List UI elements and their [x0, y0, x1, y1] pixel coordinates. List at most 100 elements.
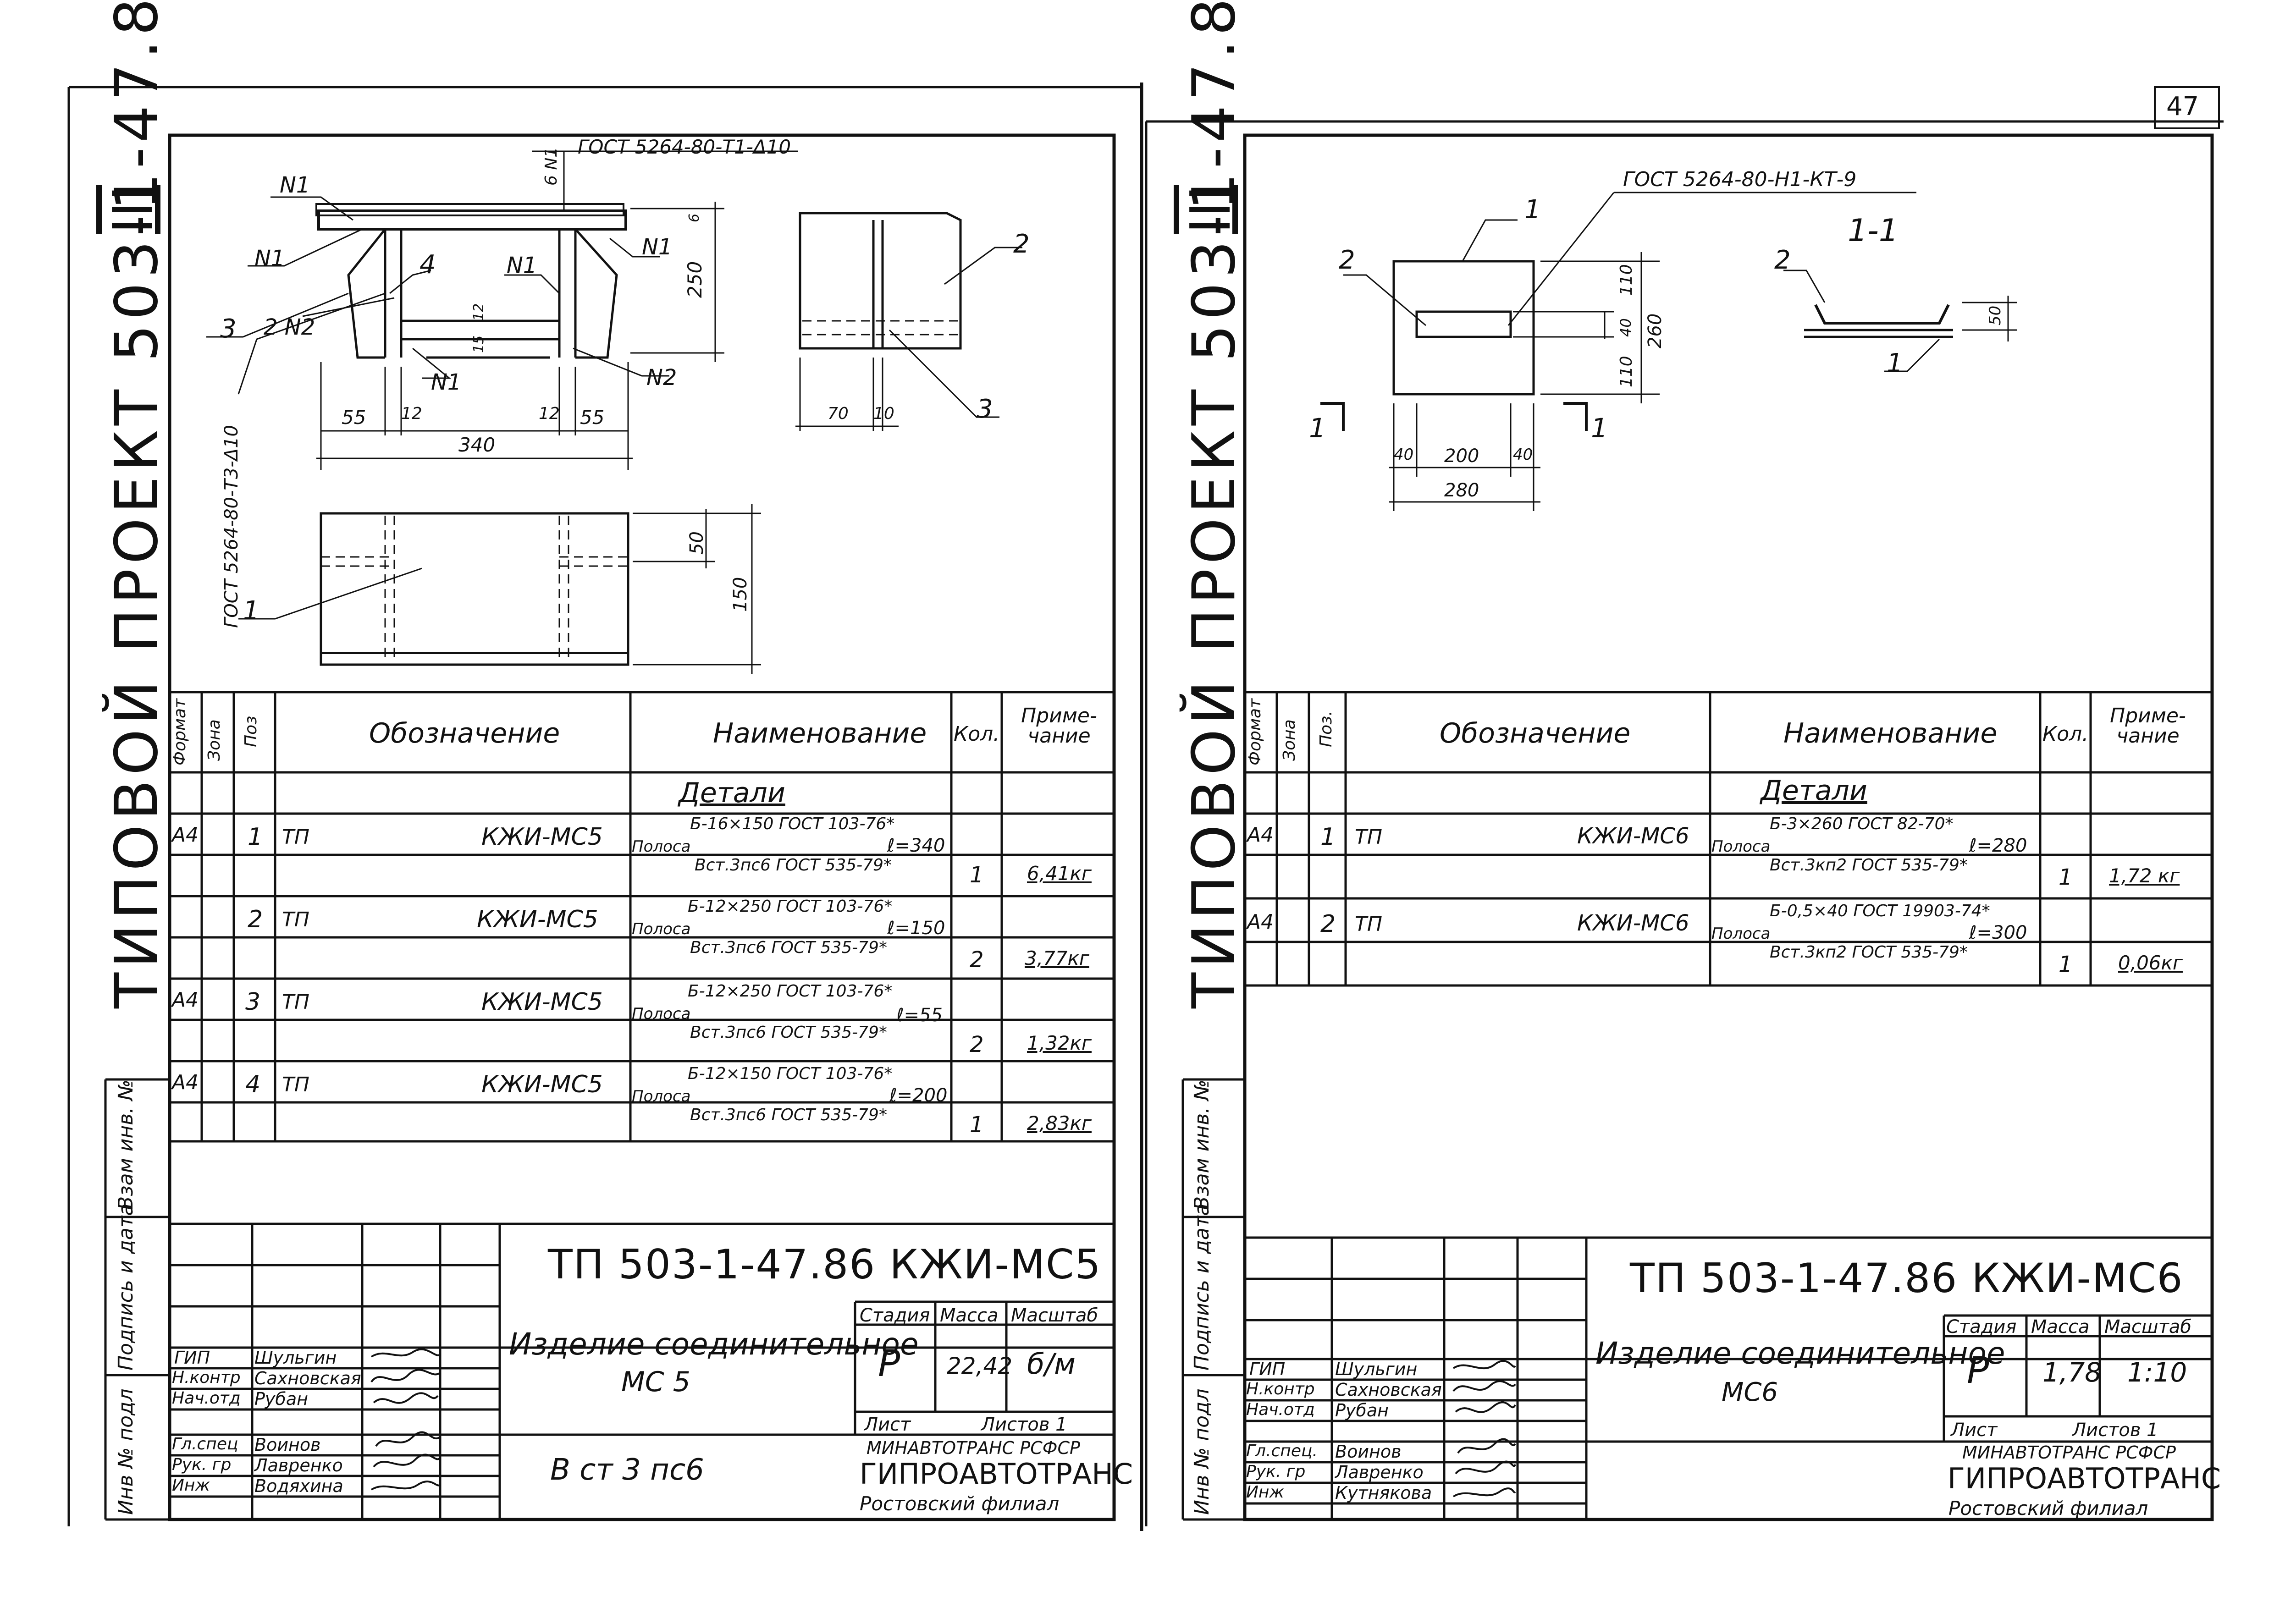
left-pos-3a: 3	[220, 314, 237, 344]
row-code: КЖИ-МС5	[481, 823, 603, 851]
left-org-branch: Ростовский филиал	[860, 1492, 1060, 1515]
right-org-name: ГИПРОАВТОТРАНС	[1948, 1462, 2221, 1495]
right-scale-header: Масштаб	[2104, 1316, 2192, 1338]
row-pos: 1	[1320, 823, 1336, 851]
signatory-name: Лавренко	[254, 1455, 343, 1475]
right-sheets-count: Листов 1	[2072, 1420, 2158, 1441]
left-dim-250: 250	[684, 261, 706, 298]
row-tp: ТП	[282, 991, 309, 1014]
left-dim-12b: 12	[539, 404, 560, 423]
right-pos-1: 1	[1524, 195, 1541, 225]
right-dim-110a: 110	[1617, 264, 1636, 296]
row-line2: Вст.3кп2 ГОСТ 535-79*	[1770, 856, 1968, 875]
row-format: А4	[172, 1071, 199, 1094]
left-sheet-label: Лист	[864, 1414, 911, 1435]
right-pos-2b: 2	[1774, 245, 1791, 275]
left-signatures-image	[370, 1348, 441, 1491]
row-tp: ТП	[282, 826, 309, 849]
signatory-name: Рубан	[1335, 1400, 1389, 1420]
right-gost: ГОСТ 5264-80-Н1-КТ-9	[1623, 168, 1857, 191]
left-dim-10: 10	[873, 404, 894, 423]
left-spec-h-qty: Кол.	[954, 722, 1000, 746]
left-stage-header: Стадия	[860, 1305, 930, 1326]
row-qty: 2	[970, 1032, 984, 1057]
right-margin-label-3: Инв № подл	[1190, 1388, 1214, 1515]
signatory-name: Лавренко	[1335, 1462, 1424, 1482]
signatory-role: Рук. гр	[1246, 1462, 1306, 1481]
row-tp: ТП	[1355, 826, 1382, 849]
left-label-n1-b: N1	[254, 246, 285, 271]
left-org-ministry: МИНАВТОТРАНС РСФСР	[867, 1438, 1080, 1458]
row-line2: Вст.3пс6 ГОСТ 535-79*	[690, 1023, 887, 1042]
left-spec-h-designation: Обозначение	[369, 717, 560, 749]
row-line1: Б-16×150 ГОСТ 103-76*	[690, 815, 895, 833]
left-label-n2: N2	[646, 365, 677, 391]
left-dim-55b: 55	[580, 406, 605, 429]
left-sheets-count: Листов 1	[981, 1414, 1067, 1435]
left-label-n1-c: N1	[431, 369, 462, 395]
row-note: 3,77кг	[1025, 947, 1089, 969]
row-note: 6,41кг	[1027, 862, 1092, 885]
row-qty: 1	[970, 1112, 984, 1138]
right-sheet-label: Лист	[1951, 1420, 1998, 1441]
left-dim-340: 340	[458, 434, 496, 456]
row-code: КЖИ-МС6	[1577, 910, 1689, 936]
row-line2: Вст.3кп2 ГОСТ 535-79*	[1770, 943, 1968, 962]
row-format: А4	[172, 988, 199, 1012]
row-note: 1,72 кг	[2109, 864, 2180, 887]
row-note: 1,32кг	[1027, 1032, 1092, 1054]
right-album-mark: III	[1179, 185, 1243, 234]
right-dim-40c: 40	[1513, 446, 1533, 464]
left-gost-top: ГОСТ 5264-80-Т1-Δ10	[578, 136, 791, 158]
left-label-6n1: 6 N1	[542, 147, 561, 186]
right-spec-h-zone: Зона	[1280, 719, 1299, 761]
row-pos: 1	[248, 823, 263, 851]
row-prefix: Полоса	[1711, 837, 1771, 856]
left-dim-12a: 12	[401, 404, 422, 423]
left-spec-h-format: Формат	[171, 698, 189, 765]
row-code: КЖИ-МС6	[1577, 823, 1689, 849]
right-spec-h-pos: Поз.	[1317, 710, 1336, 747]
signatory-role: Гл.спец.	[1246, 1442, 1318, 1460]
left-label-n1: N1	[280, 172, 310, 198]
signatory-name: Шульгин	[1335, 1359, 1418, 1379]
right-dim-40a: 40	[1617, 318, 1634, 337]
right-signatures-image	[1452, 1360, 1516, 1497]
left-scale-value: б/м	[1027, 1347, 1076, 1381]
right-dim-110b: 110	[1617, 356, 1636, 387]
row-format: А4	[1247, 823, 1274, 847]
row-line1: Б-12×250 ГОСТ 103-76*	[688, 982, 893, 1001]
left-stage-value: Р	[878, 1342, 900, 1385]
row-note: 0,06кг	[2118, 952, 2183, 974]
row-length: ℓ=300	[1969, 922, 2027, 943]
signatory-role: Нач.отд	[1246, 1400, 1315, 1419]
row-length: ℓ=150	[887, 918, 945, 939]
right-cut-left: 1	[1309, 413, 1326, 444]
left-gost-side: ГОСТ 5264-80-Т3-Δ10	[221, 425, 242, 628]
left-pos-1: 1	[243, 596, 259, 626]
left-dim-55a: 55	[342, 406, 366, 429]
left-margin-label-1: Взам инв. №	[114, 1079, 138, 1210]
row-note: 2,83кг	[1027, 1112, 1092, 1134]
row-qty: 1	[2059, 864, 2073, 890]
left-dim-6: 6	[686, 213, 702, 222]
row-line1: Б-12×150 ГОСТ 103-76*	[688, 1064, 893, 1083]
right-spec-section: Детали	[1761, 775, 1867, 807]
left-label-n1-e: N1	[642, 234, 673, 260]
row-pos: 4	[245, 1071, 261, 1098]
right-spec-h-qty: Кол.	[2042, 722, 2089, 746]
right-pos-2: 2	[1339, 245, 1355, 275]
left-pos-2: 2	[1013, 229, 1030, 259]
right-margin-label-1: Взам инв. №	[1190, 1079, 1214, 1210]
left-label-2n2: 2 N2	[264, 314, 315, 340]
left-album-mark: III	[102, 185, 166, 234]
right-dim-50: 50	[1986, 305, 2004, 325]
left-spec-h-zone: Зона	[205, 719, 224, 761]
left-dim-150: 150	[730, 577, 751, 612]
right-margin-label-2: Подпись и дата	[1190, 1203, 1214, 1371]
row-qty: 2	[970, 947, 984, 973]
signatory-name: Водяхина	[254, 1476, 343, 1496]
row-line1: Б-3×260 ГОСТ 82-70*	[1770, 815, 1954, 833]
page-number: 47	[2166, 92, 2199, 121]
signatory-role: Н.контр	[1246, 1380, 1315, 1398]
